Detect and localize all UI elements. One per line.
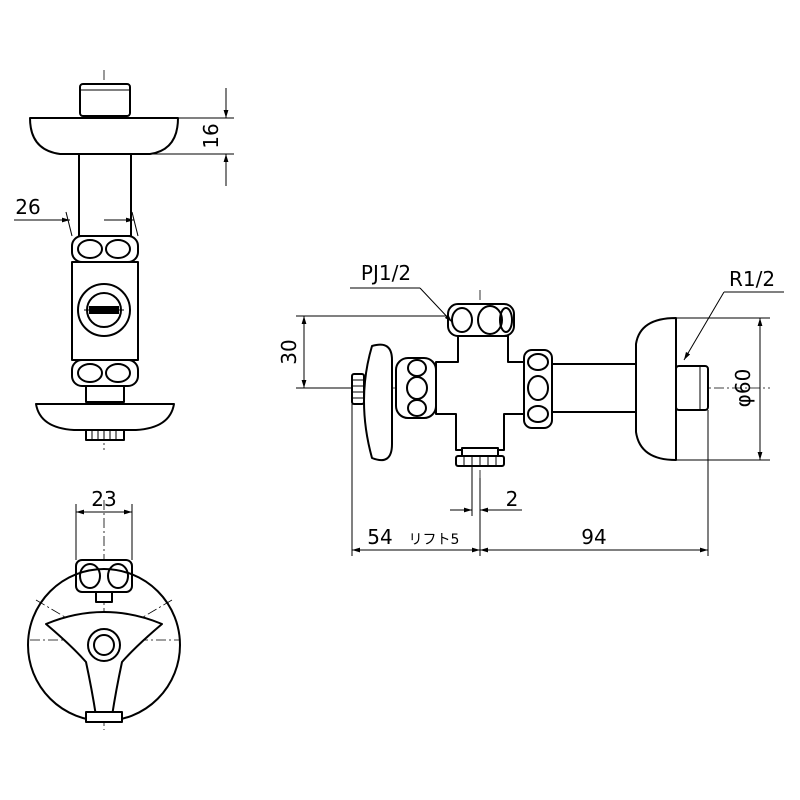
dim-phi60-label: φ60 [731,369,755,408]
callout-r-label: R1/2 [729,267,775,291]
side-view [300,290,770,478]
dim-26-label: 26 [15,195,40,219]
callout-r-thread: R1/2 [683,267,784,361]
dim-2-label: 2 [506,487,519,511]
callout-pj-thread: PJ1/2 [350,261,453,323]
dimension-23: 23 [75,487,133,560]
dimension-54-94: 54 リフト5 94 [351,404,709,556]
front-view [29,70,179,450]
dimension-phi60: φ60 [676,317,770,461]
callout-pj-label: PJ1/2 [361,261,411,285]
dimension-30: 30 [277,315,448,389]
dim-16-label: 16 [199,123,223,148]
dim-30-label: 30 [277,339,301,364]
dimension-16: 16 [150,88,234,186]
dim-23-label: 23 [91,487,116,511]
dimension-26: 26 [14,195,139,237]
bottom-view [27,500,181,730]
dim-94-label: 94 [581,525,606,549]
dimension-2: 2 [450,466,522,516]
dim-54-label: 54 [367,525,392,549]
dim-lift-label: リフト5 [409,532,460,548]
